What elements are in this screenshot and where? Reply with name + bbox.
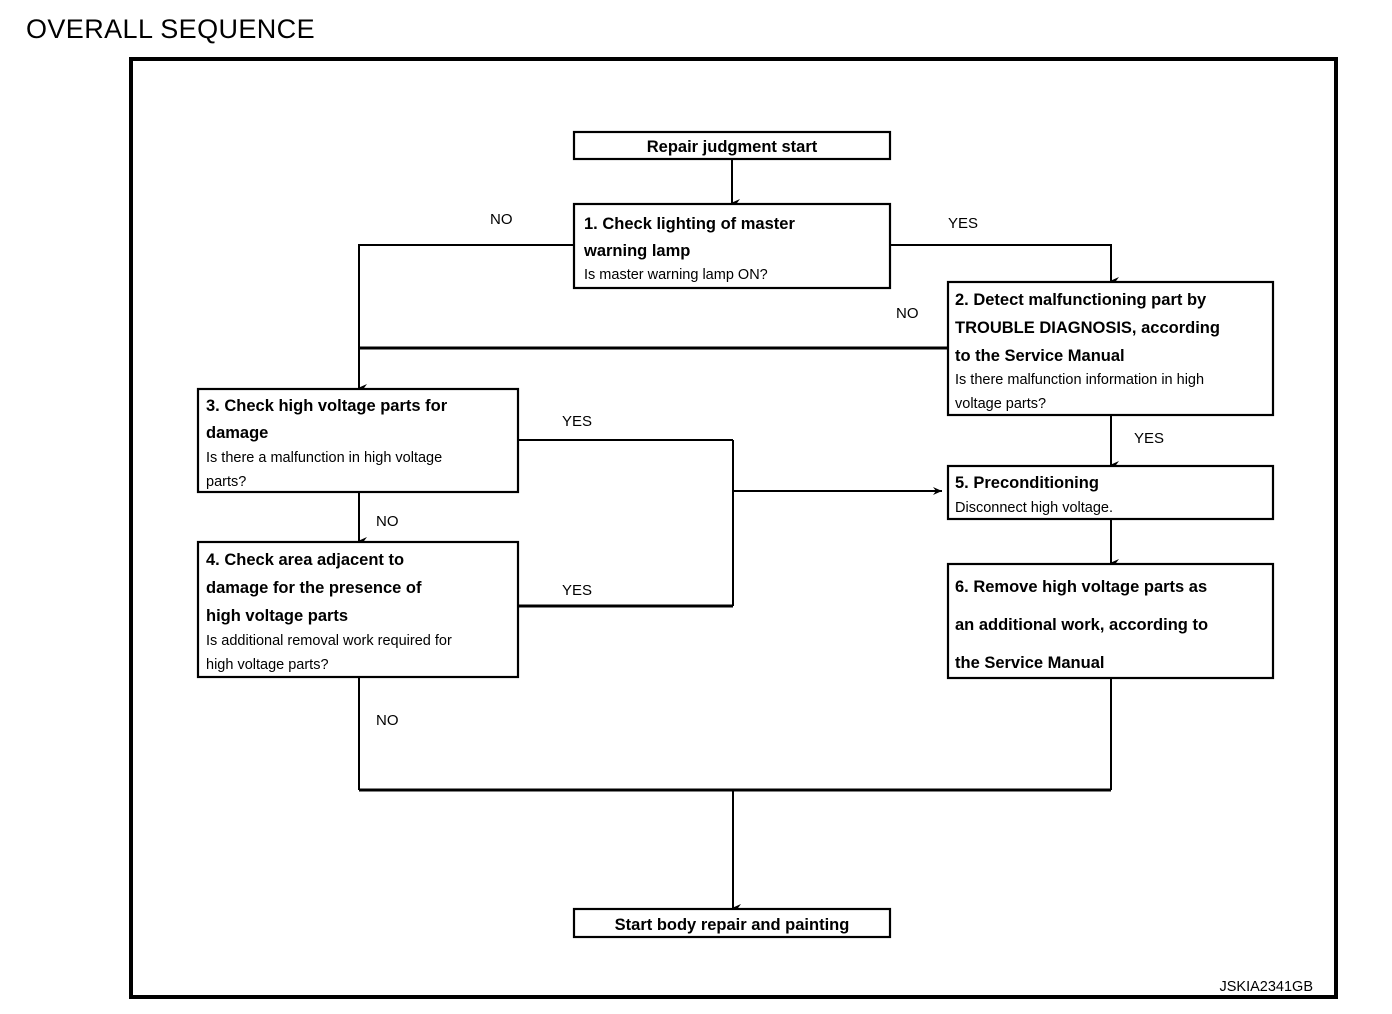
node-step4: 4. Check area adjacent to damage for the…: [196, 540, 520, 679]
end-label: Start body repair and painting: [615, 916, 850, 934]
step3-head-line1: 3. Check high voltage parts for: [206, 397, 448, 415]
step2-sub-line1: Is there malfunction information in high: [955, 372, 1204, 388]
figure-code: JSKIA2341GB: [1220, 979, 1314, 995]
step2-head-line3: to the Service Manual: [955, 347, 1125, 365]
step6-head-line2: an additional work, according to: [955, 616, 1208, 634]
node-step2: 2. Detect malfunctioning part by TROUBLE…: [946, 280, 1275, 417]
edge-label-step2-no: NO: [896, 305, 919, 322]
start-label: Repair judgment start: [647, 138, 818, 156]
edge-label-step4-yes: YES: [562, 582, 592, 599]
step5-head-line1: 5. Preconditioning: [955, 474, 1099, 492]
step2-box: [946, 280, 1275, 417]
step3-sub-line2: parts?: [206, 474, 246, 490]
node-step6: 6. Remove high voltage parts as an addit…: [946, 562, 1275, 680]
step3-sub-line1: Is there a malfunction in high voltage: [206, 450, 442, 466]
step1-box: [572, 202, 892, 290]
edge-label-step4-no: NO: [376, 712, 399, 729]
node-step5: 5. Preconditioning Disconnect high volta…: [946, 464, 1275, 521]
end-box: [572, 907, 892, 939]
step5-box: [946, 464, 1275, 521]
step4-box: [196, 540, 520, 679]
step4-sub-line1: Is additional removal work required for: [206, 633, 452, 649]
diagram-frame: [129, 57, 1338, 999]
step2-sub-line2: voltage parts?: [955, 396, 1046, 412]
node-start: Repair judgment start: [572, 130, 892, 161]
step2-head-line2: TROUBLE DIAGNOSIS, according: [955, 319, 1220, 337]
step1-head-line2: warning lamp: [583, 242, 690, 260]
step4-sub-line2: high voltage parts?: [206, 657, 329, 673]
step6-box: [946, 562, 1275, 680]
page-title: OVERALL SEQUENCE: [26, 14, 315, 44]
step2-head-line1: 2. Detect malfunctioning part by: [955, 291, 1207, 309]
edge-label-step1-no: NO: [490, 211, 513, 228]
step3-box: [196, 387, 520, 494]
step1-sub-line1: Is master warning lamp ON?: [584, 267, 768, 283]
step5-sub-line1: Disconnect high voltage.: [955, 500, 1113, 516]
node-step1: 1. Check lighting of master warning lamp…: [572, 202, 892, 290]
node-end: Start body repair and painting: [572, 907, 892, 939]
edge-label-step2-yes: YES: [1134, 430, 1164, 447]
step6-head-line1: 6. Remove high voltage parts as: [955, 578, 1207, 596]
edge-step1-yes: [890, 244, 1119, 285]
step3-head-line2: damage: [206, 424, 268, 442]
step4-head-line1: 4. Check area adjacent to: [206, 551, 404, 569]
step4-head-line3: high voltage parts: [206, 607, 348, 625]
node-step3: 3. Check high voltage parts for damage I…: [196, 387, 520, 494]
edge-label-step3-no: NO: [376, 513, 399, 530]
step4-head-line2: damage for the presence of: [206, 579, 422, 597]
start-box: [572, 130, 892, 161]
edge-step1-no: [358, 244, 574, 392]
edge-label-step3-yes: YES: [562, 413, 592, 430]
step1-head-line1: 1. Check lighting of master: [584, 215, 795, 233]
step6-head-line3: the Service Manual: [955, 654, 1104, 672]
edge-label-step1-yes: YES: [948, 215, 978, 232]
